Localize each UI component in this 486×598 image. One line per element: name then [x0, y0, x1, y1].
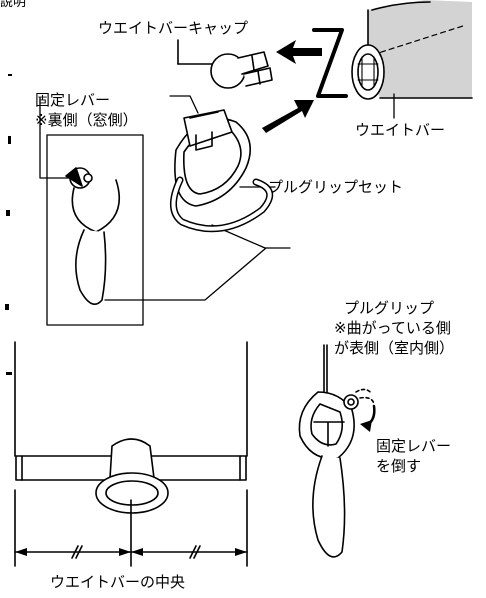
center-caption: ウエイトバーの中央 [50, 573, 186, 591]
weight-bar-cap-label: ウエイトバーキャップ [98, 19, 249, 37]
pull-grip-label-line3: が表側（室内側） [334, 339, 455, 357]
lever-down-label-line1: 固定レバー [376, 437, 452, 455]
blind-front-view [14, 341, 248, 567]
edge-mark [8, 74, 12, 76]
inset-pull-grip [65, 167, 120, 306]
pull-grip-label-line1: プルグリップ [344, 299, 435, 317]
edge-mark [6, 372, 12, 375]
weight-bar-cap-illustration [177, 39, 273, 89]
fixing-lever-label-line2: ※裏側（窓側） [35, 111, 138, 129]
leader-lines [39, 93, 395, 301]
fixing-lever-label: 固定レバー ※裏側（窓側） [35, 90, 138, 130]
pull-grip-set-label: プルグリップセット [268, 178, 404, 196]
edge-mark [5, 304, 9, 310]
lever-down-label-line2: を倒す [376, 457, 422, 475]
pull-grip-label-line2: ※曲がっている側 [334, 319, 451, 337]
pull-grip-label: プルグリップ ※曲がっている側 が表側（室内側） [334, 298, 454, 358]
grip-side-view [298, 344, 376, 558]
header-fragment: 說明 [0, 0, 27, 10]
assembly-arrows [262, 28, 348, 133]
inset-box [46, 134, 144, 326]
weight-bar-label: ウエイトバー [355, 121, 446, 139]
pull-grip-set-illustration [170, 109, 274, 233]
edge-mark [8, 136, 11, 144]
lever-down-label: 固定レバー を倒す [376, 436, 451, 476]
edge-mark [6, 210, 10, 216]
fixing-lever-label-line1: 固定レバー [35, 91, 111, 109]
weight-bar-illustration [351, 0, 473, 100]
